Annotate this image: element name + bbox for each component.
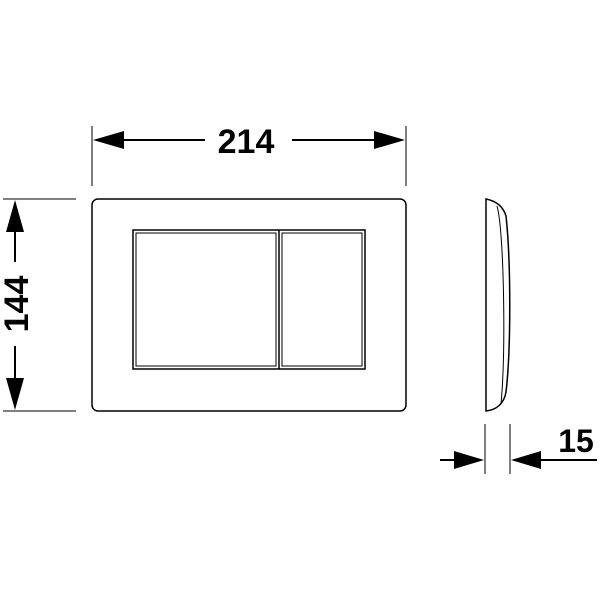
width-arrow-left [93, 131, 124, 149]
width-dimension: 214 [91, 123, 407, 186]
front-view [91, 198, 407, 412]
large-flush-button [135, 232, 277, 367]
depth-arrow-left [454, 451, 484, 469]
depth-arrow-right [511, 451, 541, 469]
plate-outline [91, 198, 407, 412]
width-label: 214 [218, 123, 275, 161]
depth-label: 15 [558, 423, 594, 459]
plate-side-profile-inner [496, 205, 505, 405]
height-label: 144 [0, 276, 36, 333]
small-flush-button [281, 232, 363, 367]
height-arrow-top [6, 200, 24, 232]
height-dimension: 144 [0, 198, 76, 412]
width-arrow-right [374, 131, 405, 149]
height-arrow-bottom [6, 378, 24, 410]
depth-dimension: 15 [440, 423, 597, 474]
plate-side-profile [485, 198, 511, 412]
button-frame-outer [132, 229, 366, 370]
side-view [485, 198, 511, 412]
